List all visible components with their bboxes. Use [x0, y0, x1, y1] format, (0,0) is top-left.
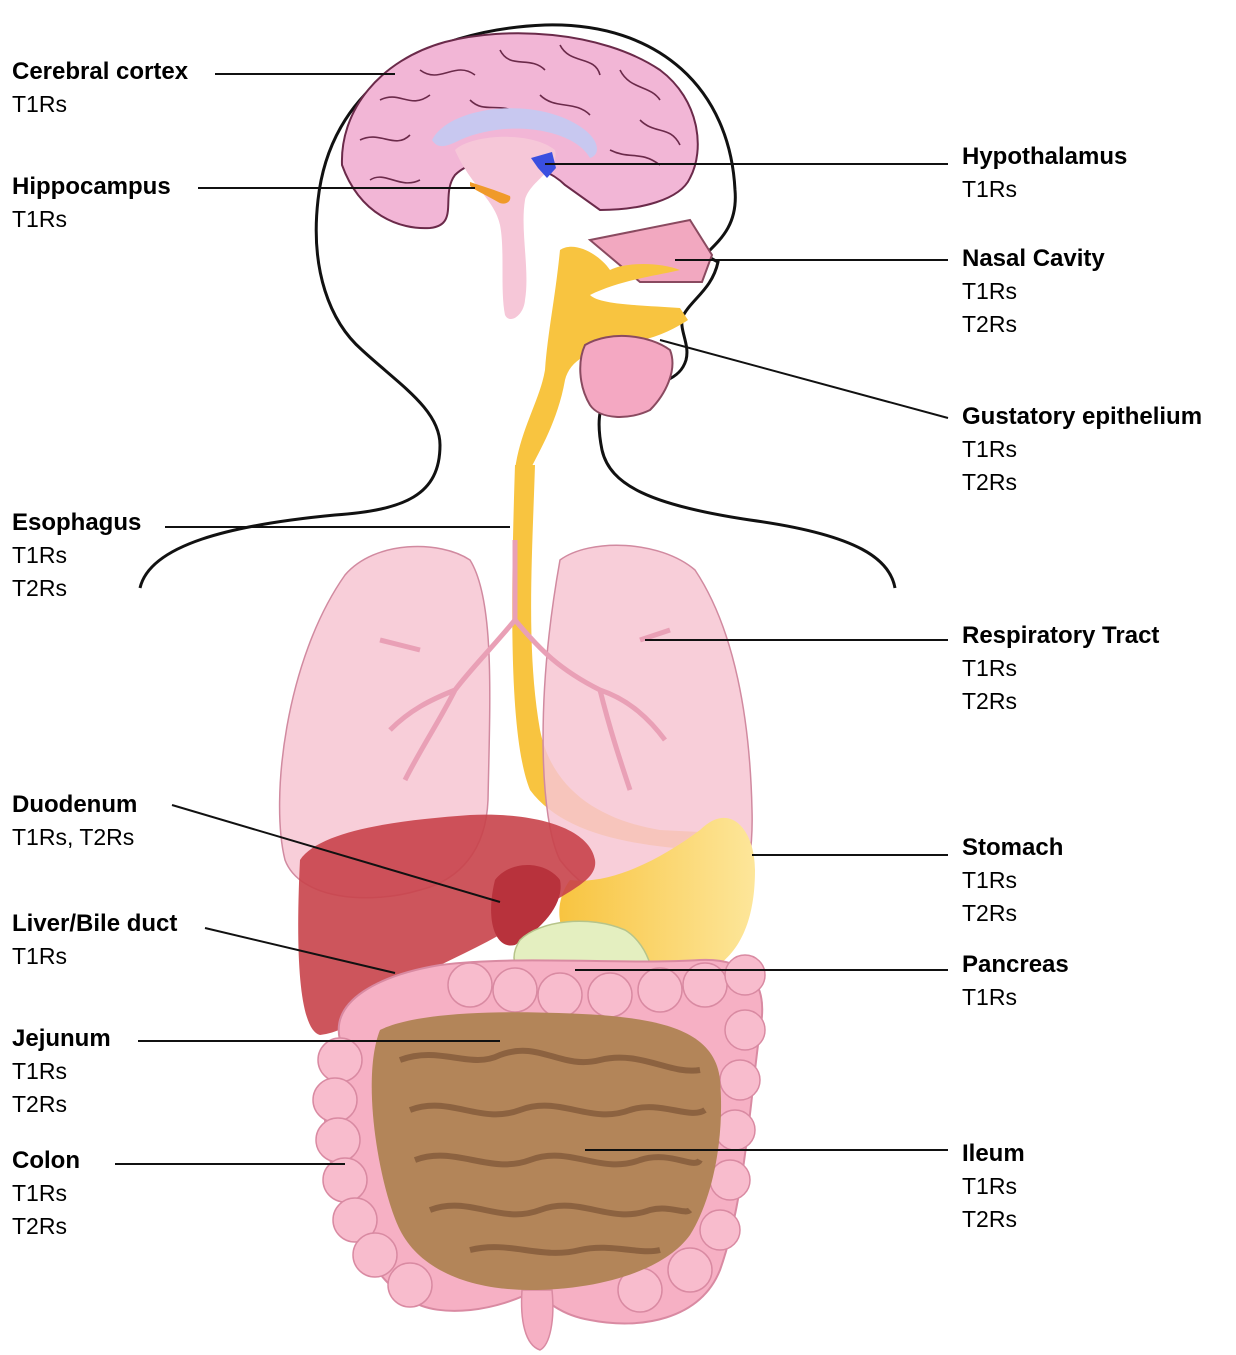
label-nasal-cavity: Nasal Cavity T1Rs T2Rs: [962, 242, 1105, 341]
label-receptor: T2Rs: [962, 466, 1202, 499]
label-name: Hypothalamus: [962, 140, 1127, 173]
label-receptor: T1Rs: [12, 940, 177, 973]
label-stomach: Stomach T1Rs T2Rs: [962, 831, 1063, 930]
label-receptor: T1Rs: [12, 88, 188, 121]
label-gustatory-epithelium: Gustatory epithelium T1Rs T2Rs: [962, 400, 1202, 499]
label-esophagus: Esophagus T1Rs T2Rs: [12, 506, 141, 605]
label-receptor: T2Rs: [12, 572, 141, 605]
label-pancreas: Pancreas T1Rs: [962, 948, 1069, 1014]
label-name: Ileum: [962, 1137, 1025, 1170]
label-receptor: T1Rs: [962, 652, 1159, 685]
label-receptor: T2Rs: [962, 685, 1159, 718]
label-hippocampus: Hippocampus T1Rs: [12, 170, 171, 236]
label-name: Nasal Cavity: [962, 242, 1105, 275]
label-name: Gustatory epithelium: [962, 400, 1202, 433]
label-cerebral-cortex: Cerebral cortex T1Rs: [12, 55, 188, 121]
label-receptor: T1Rs: [12, 203, 171, 236]
label-receptor: T2Rs: [962, 308, 1105, 341]
rectum: [522, 1290, 553, 1350]
label-jejunum: Jejunum T1Rs T2Rs: [12, 1022, 111, 1121]
label-hypothalamus: Hypothalamus T1Rs: [962, 140, 1127, 206]
label-receptor: T2Rs: [12, 1210, 80, 1243]
label-colon: Colon T1Rs T2Rs: [12, 1144, 80, 1243]
tongue: [580, 336, 672, 417]
label-receptor: T1Rs, T2Rs: [12, 821, 137, 854]
label-ileum: Ileum T1Rs T2Rs: [962, 1137, 1025, 1236]
label-name: Colon: [12, 1144, 80, 1177]
label-name: Duodenum: [12, 788, 137, 821]
label-name: Hippocampus: [12, 170, 171, 203]
label-receptor: T1Rs: [962, 1170, 1025, 1203]
label-receptor: T2Rs: [12, 1088, 111, 1121]
label-receptor: T1Rs: [12, 539, 141, 572]
label-receptor: T1Rs: [962, 173, 1127, 206]
label-receptor: T1Rs: [962, 864, 1063, 897]
label-name: Stomach: [962, 831, 1063, 864]
leader-gustatory-epithelium: [660, 340, 948, 418]
label-liver-bile-duct: Liver/Bile duct T1Rs: [12, 907, 177, 973]
label-receptor: T1Rs: [12, 1055, 111, 1088]
label-name: Liver/Bile duct: [12, 907, 177, 940]
label-receptor: T1Rs: [962, 275, 1105, 308]
label-respiratory-tract: Respiratory Tract T1Rs T2Rs: [962, 619, 1159, 718]
label-receptor: T2Rs: [962, 1203, 1025, 1236]
label-receptor: T2Rs: [962, 897, 1063, 930]
label-receptor: T1Rs: [12, 1177, 80, 1210]
label-name: Jejunum: [12, 1022, 111, 1055]
label-name: Esophagus: [12, 506, 141, 539]
label-name: Pancreas: [962, 948, 1069, 981]
label-name: Respiratory Tract: [962, 619, 1159, 652]
label-receptor: T1Rs: [962, 981, 1069, 1014]
label-name: Cerebral cortex: [12, 55, 188, 88]
label-receptor: T1Rs: [962, 433, 1202, 466]
label-duodenum: Duodenum T1Rs, T2Rs: [12, 788, 137, 854]
